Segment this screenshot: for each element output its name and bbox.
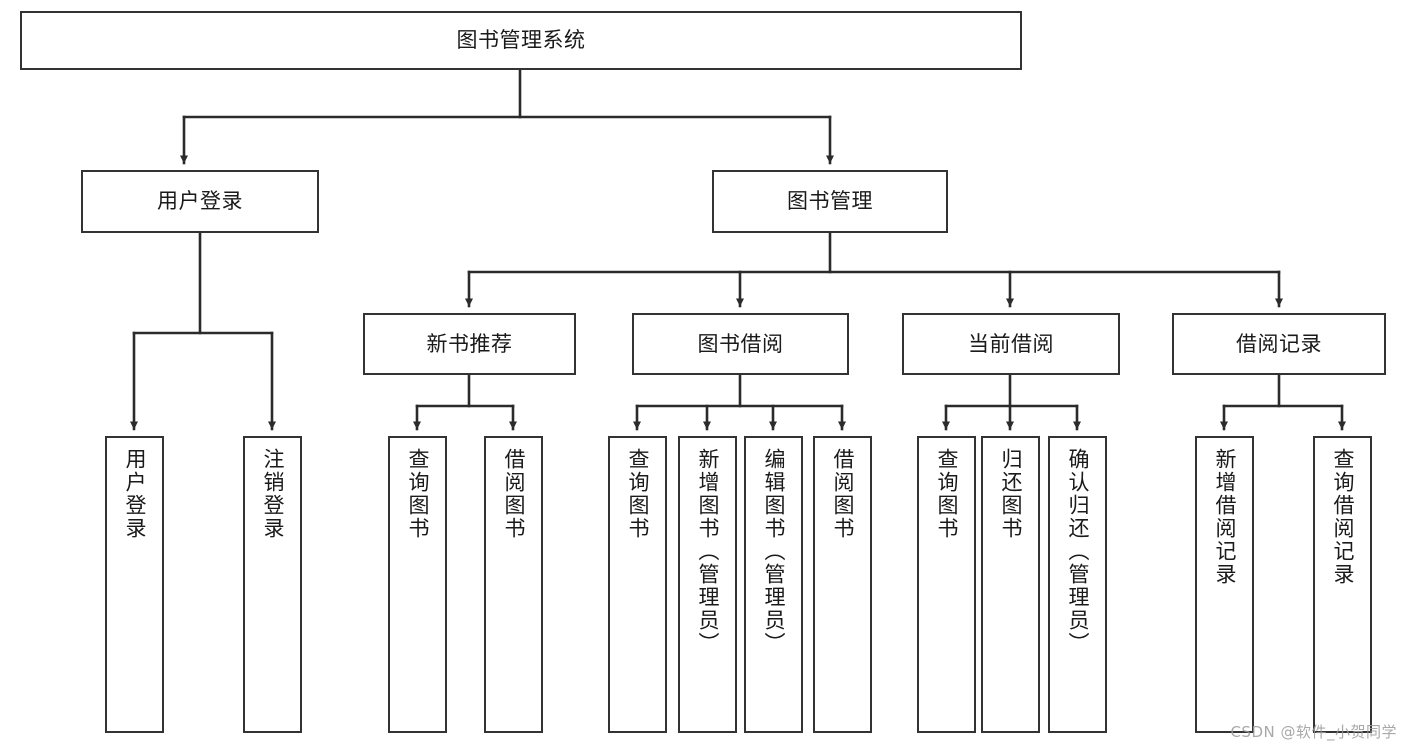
node-root-system-label: 图书管理系统 [456,28,586,53]
node-leaf-return-book[interactable]: 归还图书 [981,436,1040,733]
node-book-borrow-label: 图书借阅 [697,331,784,356]
node-leaf-user-login[interactable]: 用户登录 [105,436,164,733]
node-borrow-record-label: 借阅记录 [1236,331,1322,356]
node-leaf-borrow-book-1-label: 借阅图书 [502,448,526,540]
node-book-manage-label: 图书管理 [787,189,873,214]
node-new-book-rec-label: 新书推荐 [426,331,513,356]
node-leaf-logout-login[interactable]: 注销登录 [243,436,302,733]
node-book-manage[interactable]: 图书管理 [712,170,948,233]
node-leaf-query-record-label: 查询借阅记录 [1331,448,1355,586]
node-leaf-confirm-return-label: 确认归还（管理员） [1066,448,1090,655]
node-book-borrow[interactable]: 图书借阅 [632,313,849,375]
node-leaf-query-book-1[interactable]: 查询图书 [388,436,447,733]
node-leaf-borrow-book-2[interactable]: 借阅图书 [813,436,872,733]
node-leaf-add-record-label: 新增借阅记录 [1213,448,1237,586]
node-leaf-add-book[interactable]: 新增图书（管理员） [678,436,737,733]
node-leaf-borrow-book-1[interactable]: 借阅图书 [484,436,543,733]
node-leaf-user-login-label: 用户登录 [123,448,147,540]
node-leaf-borrow-book-2-label: 借阅图书 [831,448,855,540]
node-leaf-query-book-3-label: 查询图书 [935,448,959,540]
node-current-borrow[interactable]: 当前借阅 [902,313,1120,375]
node-leaf-query-book-1-label: 查询图书 [406,448,430,540]
node-leaf-logout-login-label: 注销登录 [261,448,285,540]
node-leaf-query-book-3[interactable]: 查询图书 [917,436,976,733]
node-leaf-edit-book[interactable]: 编辑图书（管理员） [744,436,803,733]
node-user-login[interactable]: 用户登录 [81,170,319,233]
node-new-book-rec[interactable]: 新书推荐 [363,313,576,375]
node-leaf-query-book-2-label: 查询图书 [626,448,650,540]
node-leaf-query-record[interactable]: 查询借阅记录 [1313,436,1372,733]
node-leaf-query-book-2[interactable]: 查询图书 [608,436,667,733]
node-leaf-edit-book-label: 编辑图书（管理员） [762,448,786,655]
node-leaf-add-book-label: 新增图书（管理员） [696,448,720,655]
node-leaf-confirm-return[interactable]: 确认归还（管理员） [1048,436,1107,733]
node-user-login-label: 用户登录 [157,189,243,214]
node-leaf-add-record[interactable]: 新增借阅记录 [1195,436,1254,733]
node-leaf-return-book-label: 归还图书 [999,448,1023,540]
node-root-system[interactable]: 图书管理系统 [20,11,1022,70]
node-borrow-record[interactable]: 借阅记录 [1172,313,1386,375]
node-current-borrow-label: 当前借阅 [968,331,1054,356]
